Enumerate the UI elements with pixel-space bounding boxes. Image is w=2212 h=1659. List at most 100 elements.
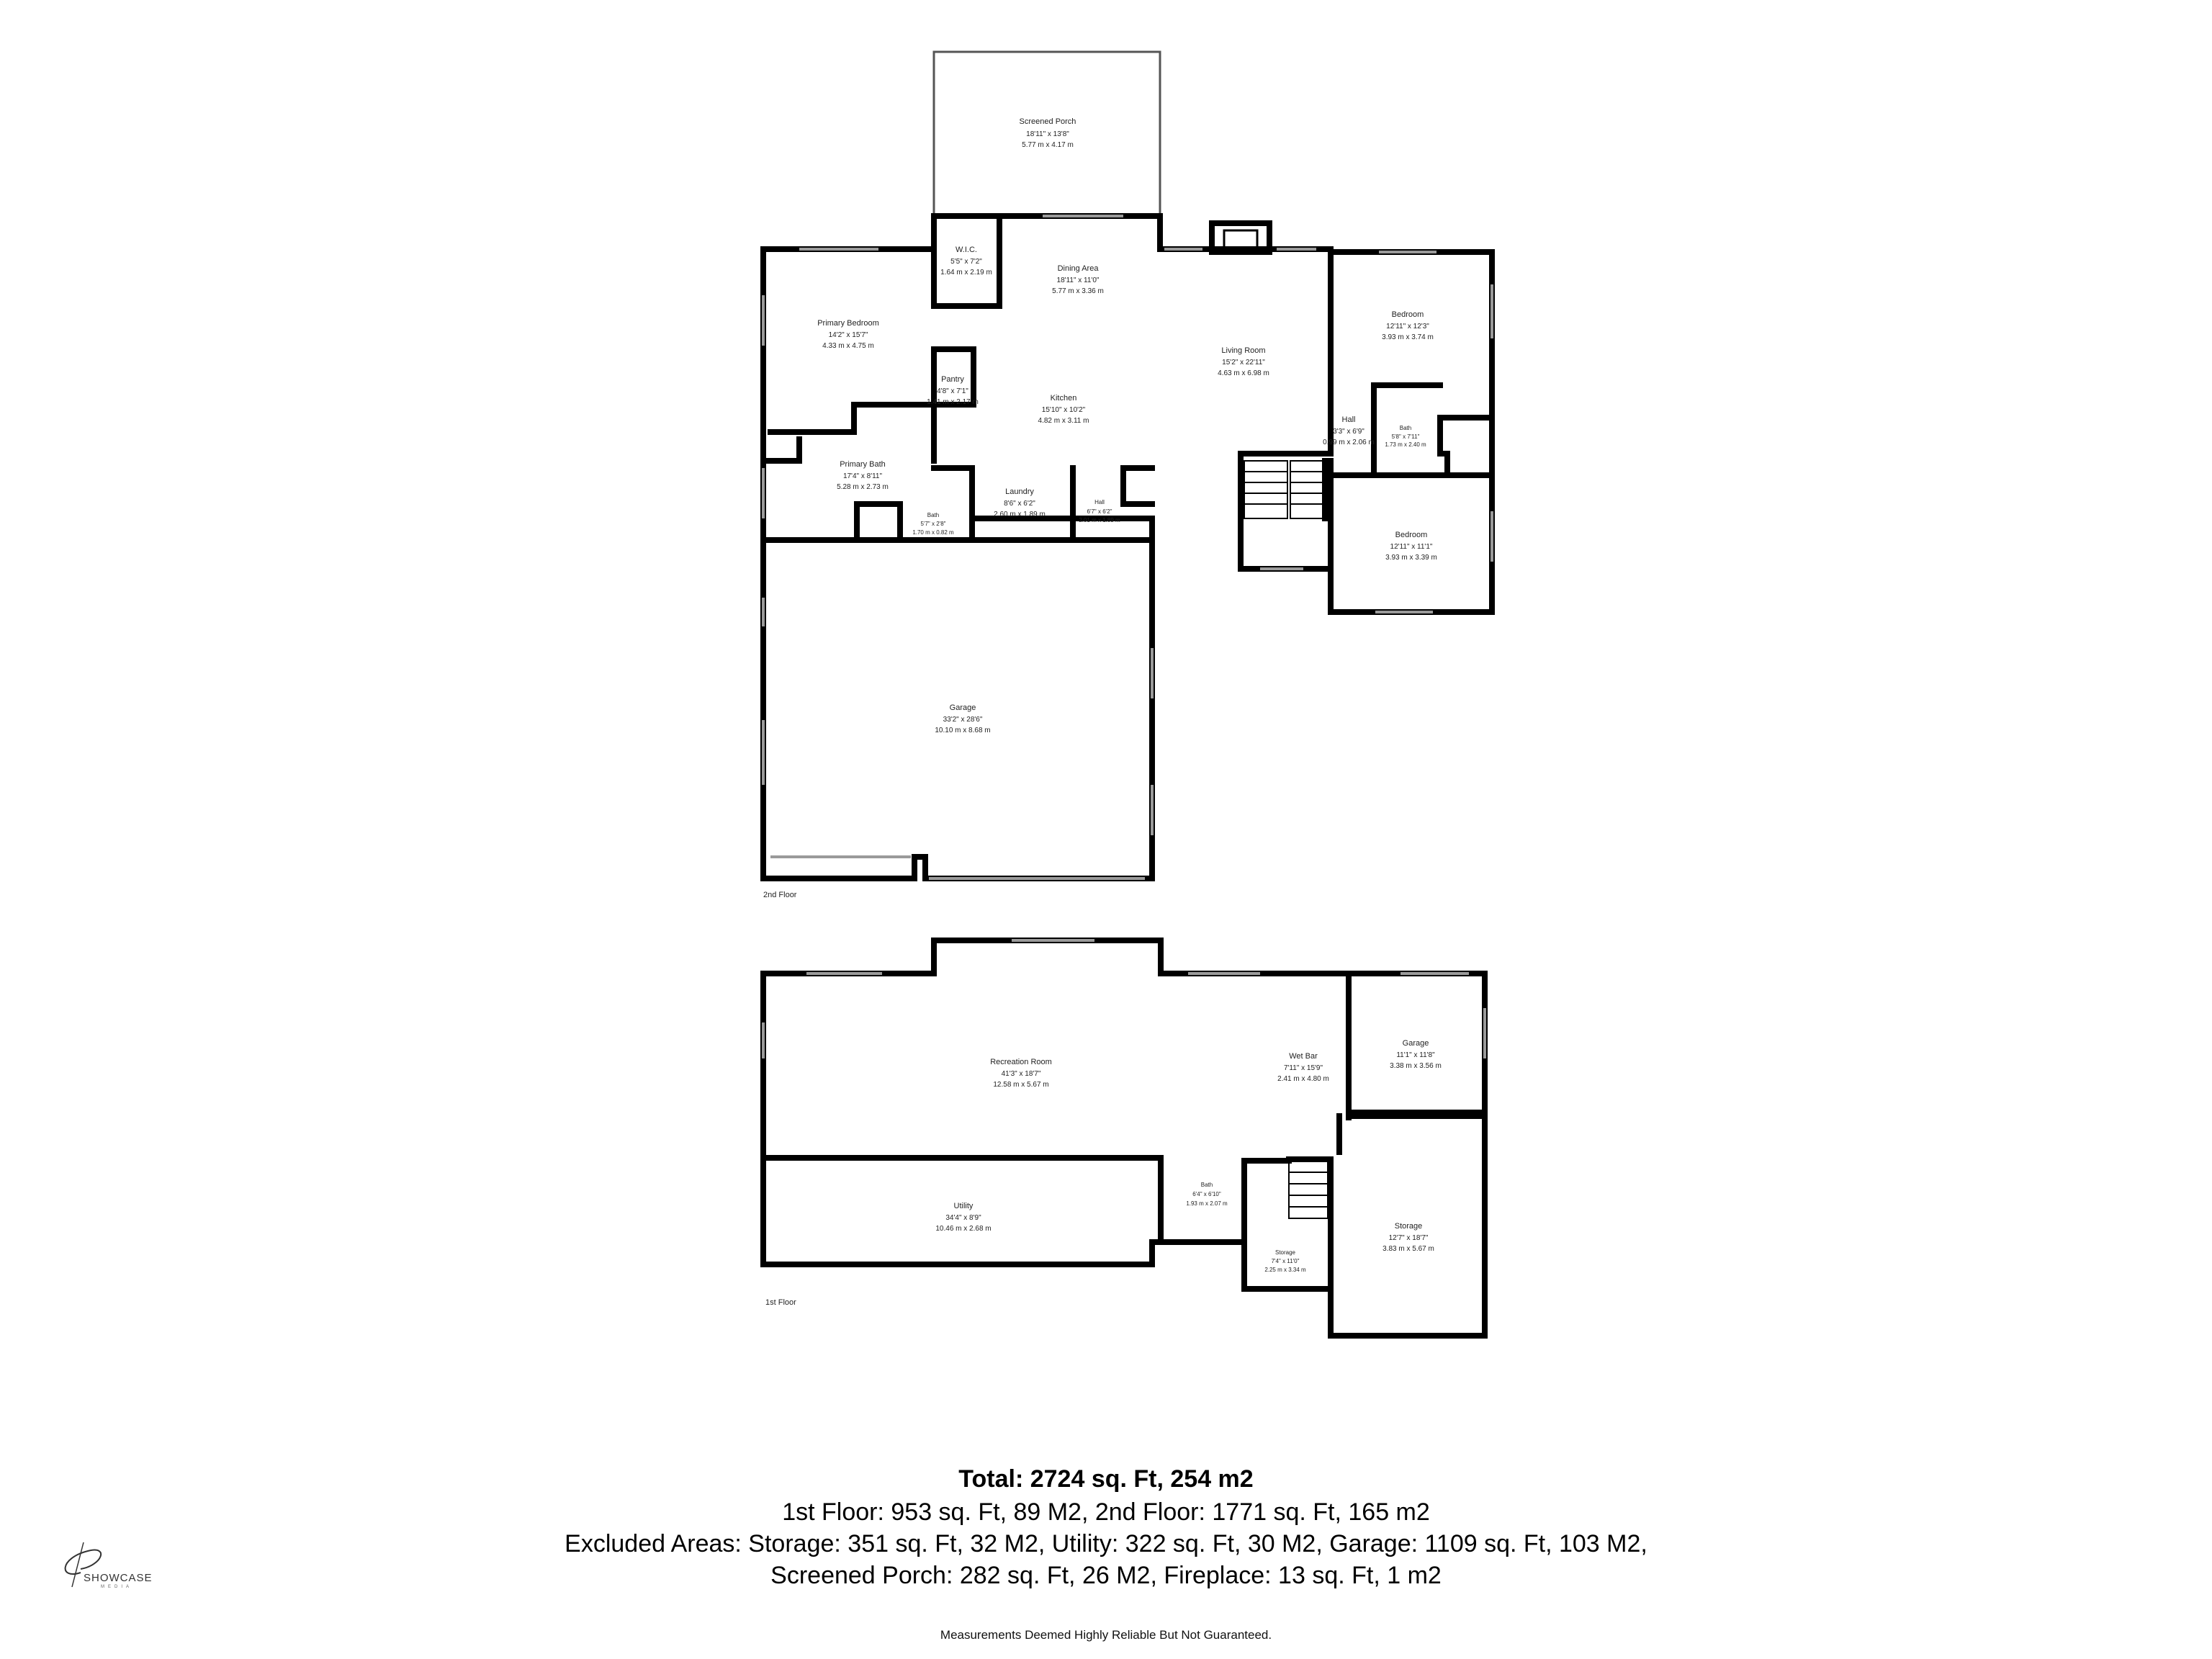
room-dim-ft: 8'6" x 6'2" bbox=[1004, 500, 1035, 508]
room-name: Garage bbox=[950, 703, 976, 712]
room-dim-m: 2.60 m x 1.89 m bbox=[994, 511, 1046, 518]
room-dim-m: 4.33 m x 4.75 m bbox=[822, 342, 874, 350]
room-dim-m: 2.01 m x 1.89 m bbox=[1079, 517, 1120, 523]
room-recreation-room: Recreation Room 41'3" x 18'7" 12.58 m x … bbox=[990, 1058, 1052, 1089]
room-name: Living Room bbox=[1221, 346, 1265, 355]
room-primary-bedroom: Primary Bedroom 14'2" x 15'7" 4.33 m x 4… bbox=[817, 319, 879, 350]
excluded-areas-2: Screened Porch: 282 sq. Ft, 26 M2, Firep… bbox=[770, 1562, 1442, 1589]
showcase-logo-icon bbox=[64, 1542, 102, 1588]
room-dim-ft: 4'8" x 7'1" bbox=[937, 387, 968, 395]
room-laundry: Laundry 8'6" x 6'2" 2.60 m x 1.89 m bbox=[994, 487, 1046, 518]
room-storage-2: Storage 7'4" x 11'0" 2.25 m x 3.34 m bbox=[1264, 1249, 1306, 1273]
room-name: Recreation Room bbox=[990, 1058, 1052, 1066]
room-dim-ft: 7'11" x 15'9" bbox=[1284, 1064, 1323, 1072]
room-dim-ft: 6'7" x 6'2" bbox=[1087, 508, 1112, 515]
room-dim-m: 1.70 m x 0.82 m bbox=[912, 529, 954, 536]
room-name: W.I.C. bbox=[956, 246, 977, 254]
room-dim-ft: 18'11" x 11'0" bbox=[1057, 276, 1100, 284]
room-dim-ft: 18'11" x 13'8" bbox=[1026, 130, 1069, 138]
room-name: Bedroom bbox=[1392, 310, 1424, 319]
room-name: Hall bbox=[1094, 499, 1105, 505]
room-name: Hall bbox=[1342, 415, 1356, 424]
floors-area: 1st Floor: 953 sq. Ft, 89 M2, 2nd Floor:… bbox=[782, 1498, 1430, 1526]
excluded-areas-1: Excluded Areas: Storage: 351 sq. Ft, 32 … bbox=[565, 1530, 1647, 1557]
room-storage: Storage 12'7" x 18'7" 3.83 m x 5.67 m bbox=[1382, 1222, 1434, 1253]
room-pantry: Pantry 4'8" x 7'1" 1.41 m x 2.17 m bbox=[927, 375, 979, 406]
room-dim-ft: 3'3" x 6'9" bbox=[1333, 428, 1364, 436]
room-name: Laundry bbox=[1005, 487, 1034, 496]
room-dim-ft: 41'3" x 18'7" bbox=[1002, 1070, 1041, 1078]
floor-label-1st: 1st Floor bbox=[765, 1298, 796, 1307]
area-summary: Total: 2724 sq. Ft, 254 m2 1st Floor: 95… bbox=[0, 1462, 2212, 1591]
room-name: Dining Area bbox=[1058, 264, 1100, 273]
room-name: Primary Bedroom bbox=[817, 319, 879, 328]
room-dim-ft: 5'5" x 7'2" bbox=[950, 258, 982, 266]
room-dim-m: 4.63 m x 6.98 m bbox=[1218, 369, 1269, 377]
room-wet-bar: Wet Bar 7'11" x 15'9" 2.41 m x 4.80 m bbox=[1277, 1052, 1329, 1083]
room-dining-area: Dining Area 18'11" x 11'0" 5.77 m x 3.36… bbox=[1052, 264, 1104, 295]
room-dim-m: 5.77 m x 3.36 m bbox=[1052, 287, 1104, 295]
room-bedroom-2: Bedroom 12'11" x 11'1" 3.93 m x 3.39 m bbox=[1385, 531, 1437, 562]
stairs bbox=[1244, 460, 1328, 1219]
room-dim-ft: 33'2" x 28'6" bbox=[943, 716, 983, 724]
logo-name: SHOWCASE bbox=[84, 1572, 153, 1584]
room-bath-2: Bath 5'7" x 2'8" 1.70 m x 0.82 m bbox=[912, 512, 954, 536]
room-dim-m: 5.28 m x 2.73 m bbox=[837, 483, 889, 491]
room-dim-ft: 11'1" x 11'8" bbox=[1396, 1051, 1435, 1059]
room-name: Pantry bbox=[941, 375, 964, 384]
room-name: Primary Bath bbox=[840, 460, 886, 469]
room-dim-ft: 12'11" x 12'3" bbox=[1386, 323, 1429, 331]
room-name: Screened Porch bbox=[1020, 117, 1076, 126]
floor-label-2nd: 2nd Floor bbox=[763, 891, 797, 899]
room-dim-m: 2.41 m x 4.80 m bbox=[1277, 1075, 1329, 1083]
room-garage: Garage 33'2" x 28'6" 10.10 m x 8.68 m bbox=[935, 703, 990, 734]
room-name: Garage bbox=[1403, 1039, 1429, 1048]
room-name: Bath bbox=[1400, 425, 1411, 431]
room-name: Kitchen bbox=[1051, 394, 1077, 403]
room-primary-bath: Primary Bath 17'4" x 8'11" 5.28 m x 2.73… bbox=[837, 460, 889, 491]
room-bedroom: Bedroom 12'11" x 12'3" 3.93 m x 3.74 m bbox=[1382, 310, 1434, 341]
logo-sub: MEDIA bbox=[101, 1585, 133, 1589]
room-dim-m: 3.93 m x 3.74 m bbox=[1382, 333, 1434, 341]
room-dim-m: 3.38 m x 3.56 m bbox=[1390, 1062, 1442, 1070]
room-dim-ft: 15'2" x 22'11" bbox=[1222, 359, 1265, 367]
disclaimer: Measurements Deemed Highly Reliable But … bbox=[940, 1628, 1272, 1642]
walls bbox=[760, 50, 1495, 1339]
room-dim-m: 3.93 m x 3.39 m bbox=[1385, 554, 1437, 562]
room-dim-m: 1.41 m x 2.17 m bbox=[927, 398, 979, 406]
room-dim-m: 1.73 m x 2.40 m bbox=[1385, 441, 1426, 448]
room-dim-ft: 6'4" x 6'10" bbox=[1192, 1191, 1221, 1197]
room-living-room: Living Room 15'2" x 22'11" 4.63 m x 6.98… bbox=[1218, 346, 1269, 377]
room-dim-m: 0.99 m x 2.06 m bbox=[1323, 439, 1375, 446]
room-dim-m: 1.93 m x 2.07 m bbox=[1186, 1200, 1228, 1207]
room-screened-porch: Screened Porch 18'11" x 13'8" 5.77 m x 4… bbox=[1020, 117, 1076, 149]
room-name: Utility bbox=[954, 1202, 974, 1210]
room-name: Storage bbox=[1395, 1222, 1423, 1231]
room-dim-ft: 5'7" x 2'8" bbox=[921, 521, 946, 527]
room-dim-ft: 12'7" x 18'7" bbox=[1389, 1234, 1429, 1242]
room-dim-ft: 34'4" x 8'9" bbox=[945, 1214, 981, 1222]
room-name: Bedroom bbox=[1395, 531, 1428, 539]
room-name: Bath bbox=[1201, 1182, 1213, 1188]
room-bath-1st: Bath 6'4" x 6'10" 1.93 m x 2.07 m bbox=[1186, 1182, 1228, 1207]
room-dim-ft: 17'4" x 8'11" bbox=[843, 472, 883, 480]
total-area: Total: 2724 sq. Ft, 254 m2 bbox=[958, 1465, 1254, 1493]
room-name: Wet Bar bbox=[1289, 1052, 1318, 1061]
room-utility: Utility 34'4" x 8'9" 10.46 m x 2.68 m bbox=[935, 1202, 991, 1233]
room-name: Bath bbox=[927, 512, 939, 518]
room-dim-m: 10.46 m x 2.68 m bbox=[935, 1225, 991, 1233]
room-hall: Hall 3'3" x 6'9" 0.99 m x 2.06 m bbox=[1323, 415, 1375, 446]
room-dim-m: 5.77 m x 4.17 m bbox=[1022, 141, 1074, 149]
windows bbox=[762, 215, 1493, 1058]
room-hall-2: Hall 6'7" x 6'2" 2.01 m x 1.89 m bbox=[1079, 499, 1120, 523]
room-dim-m: 2.25 m x 3.34 m bbox=[1264, 1267, 1306, 1273]
room-dim-ft: 14'2" x 15'7" bbox=[829, 331, 868, 339]
room-dim-m: 12.58 m x 5.67 m bbox=[993, 1081, 1048, 1089]
room-dim-ft: 12'11" x 11'1" bbox=[1390, 543, 1433, 551]
room-dim-m: 10.10 m x 8.68 m bbox=[935, 727, 990, 734]
room-name: Storage bbox=[1275, 1249, 1296, 1256]
room-dim-m: 3.83 m x 5.67 m bbox=[1382, 1245, 1434, 1253]
room-dim-ft: 5'8" x 7'11" bbox=[1392, 433, 1420, 440]
room-wic: W.I.C. 5'5" x 7'2" 1.64 m x 2.19 m bbox=[940, 246, 992, 276]
